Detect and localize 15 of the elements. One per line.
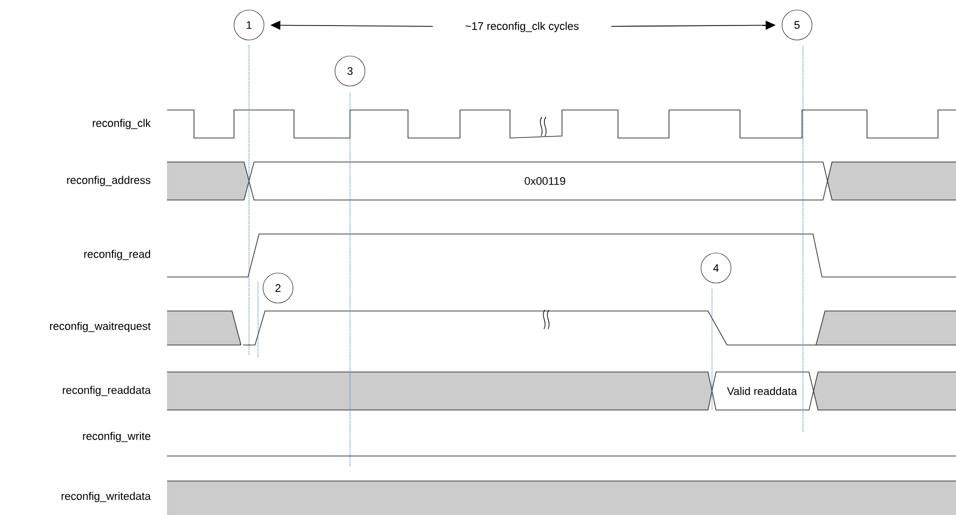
annotation-text: ~17 reconfig_clk cycles <box>465 22 579 32</box>
signal-name: reconfig_address <box>67 176 150 186</box>
callout-number: 5 <box>782 10 812 40</box>
signal-name: reconfig_read <box>84 250 150 260</box>
signal-name: reconfig_readdata <box>62 386 151 396</box>
signal-name: reconfig_writedata <box>62 492 151 502</box>
callout-number: 2 <box>262 272 294 304</box>
bus-value: 0x00119 <box>524 177 566 185</box>
signal-name: reconfig_clk <box>92 118 151 130</box>
signal-name: reconfig_waitrequest <box>50 322 151 332</box>
bus-value: Valid readdata <box>727 386 798 396</box>
callout-number: 1 <box>234 10 264 40</box>
signal-name: reconfig_write <box>83 432 150 442</box>
callout-number: 4 <box>700 252 732 284</box>
callout-number: 3 <box>334 56 366 86</box>
